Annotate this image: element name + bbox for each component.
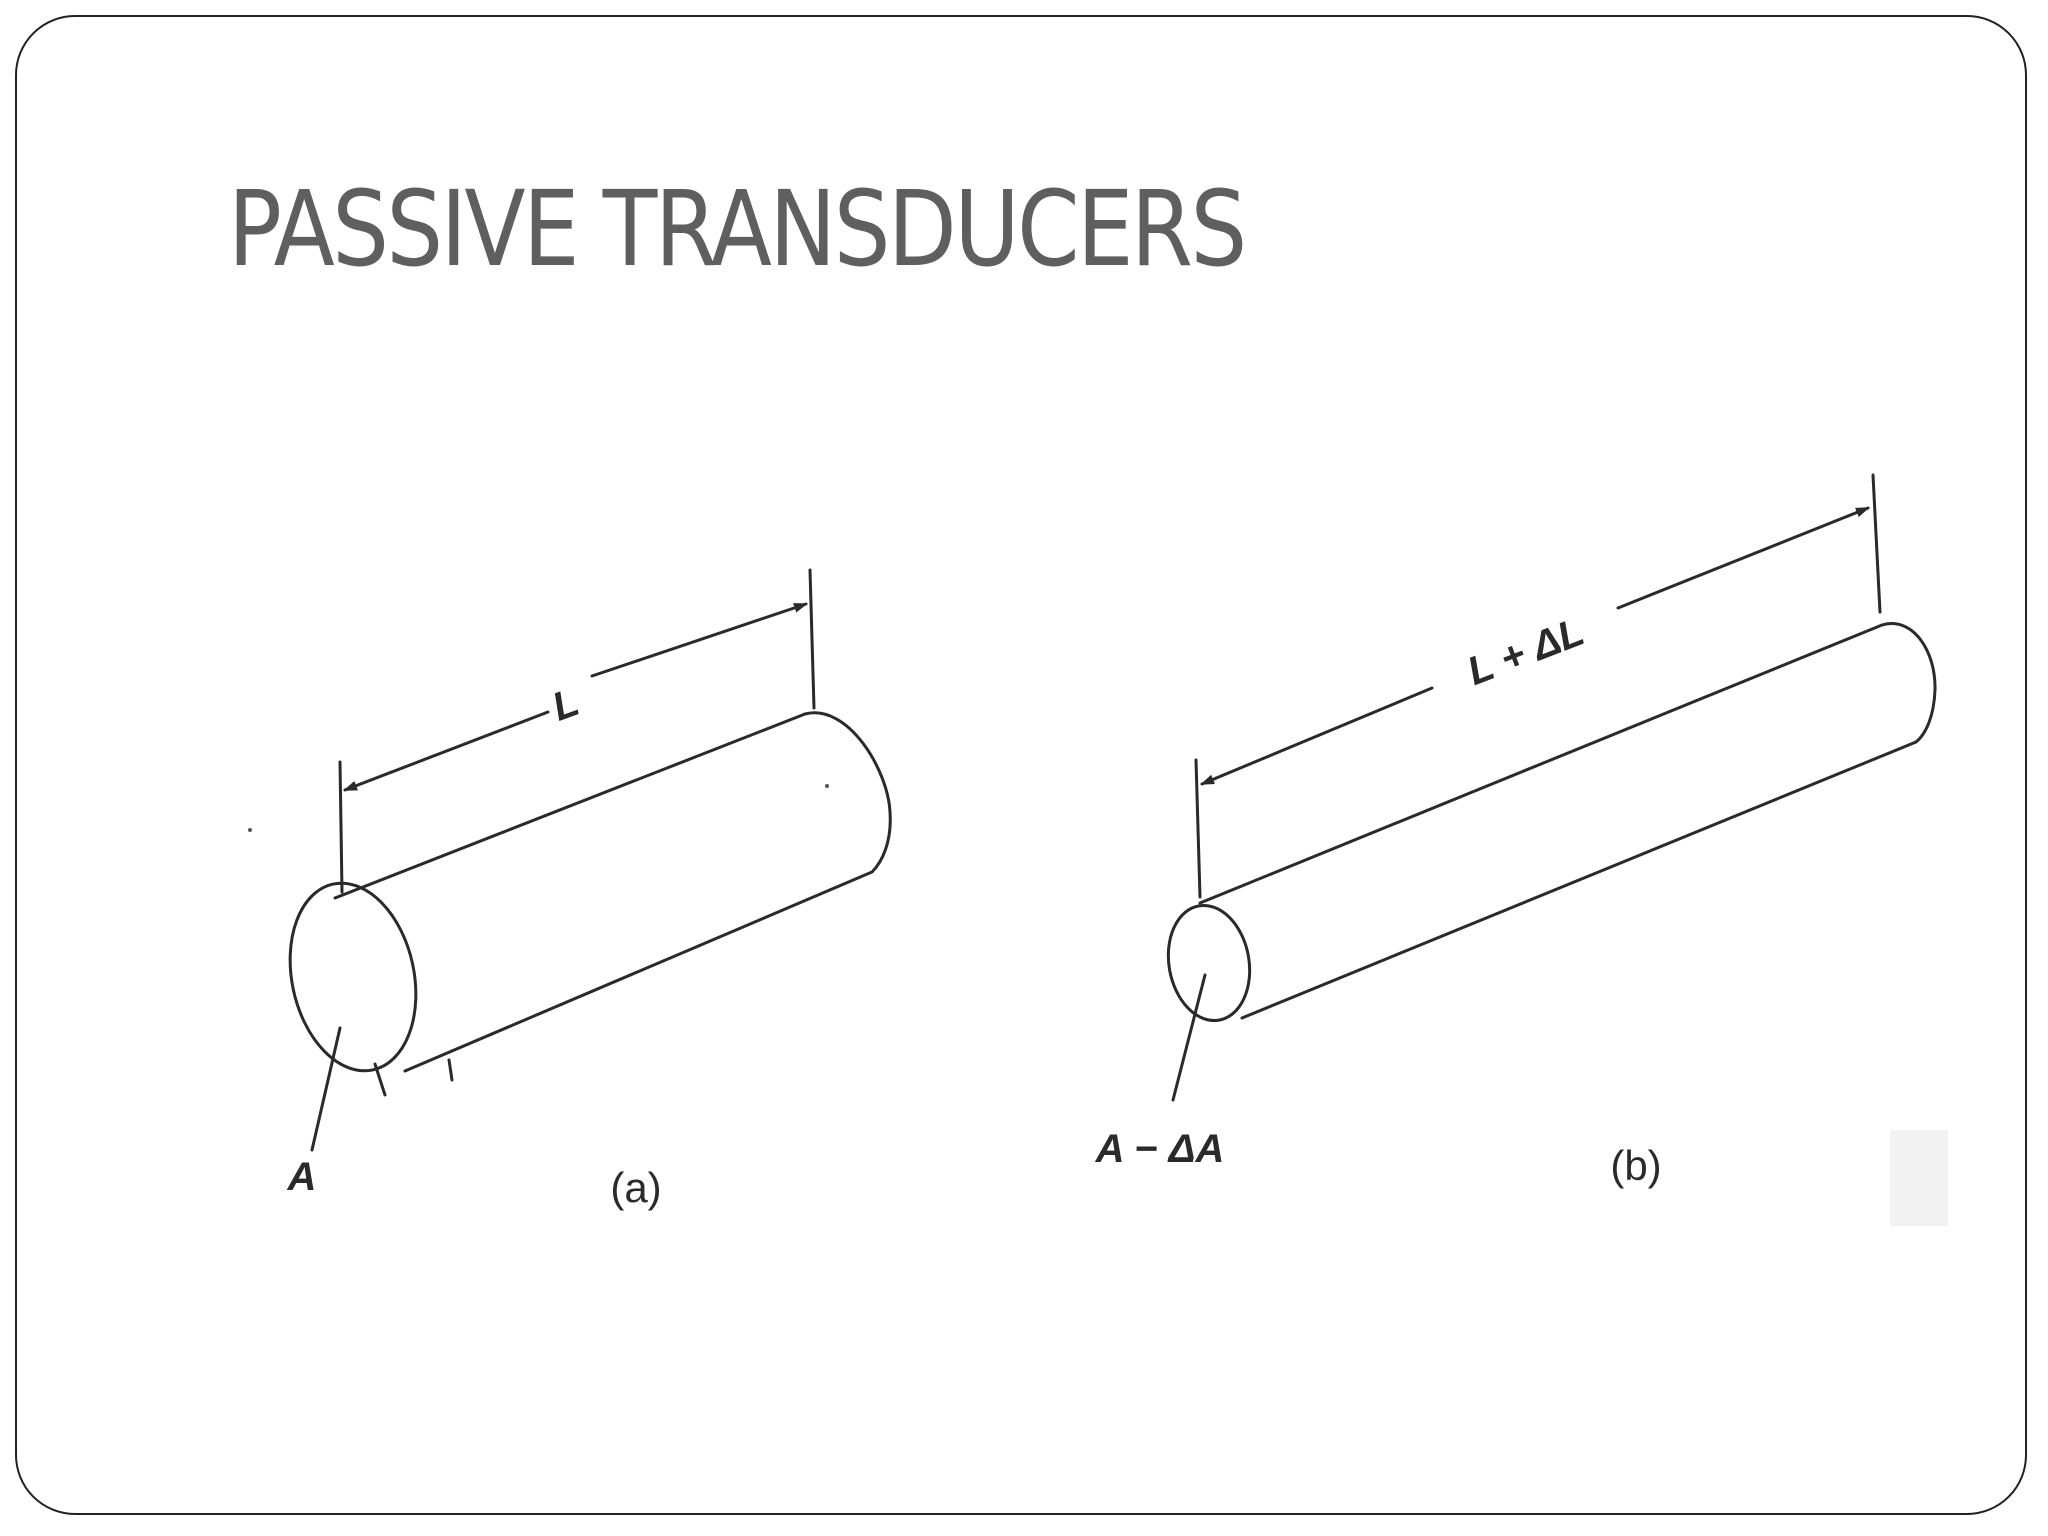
slide-frame <box>15 15 2027 1515</box>
dimension-a-left-extension <box>338 760 344 894</box>
scan-dot <box>248 828 252 832</box>
cylinder-a-bottom-edge <box>403 870 874 1073</box>
cylinder-b-end-face <box>1166 903 1252 1023</box>
cylinder-a-top-edge <box>333 712 807 900</box>
caption-b: (b) <box>1610 1142 1661 1189</box>
dimension-a-right-extension <box>808 568 816 710</box>
scan-dot <box>825 784 829 788</box>
dimension-a-right-arrow <box>590 602 808 678</box>
leader-a-area <box>310 1026 342 1152</box>
scan-background <box>1890 1130 1948 1226</box>
label-b-length: L + ΔL <box>1462 610 1590 694</box>
tick-a-2 <box>447 1058 454 1082</box>
dimension-b-right-arrow <box>1616 506 1870 610</box>
figure-b <box>1166 473 1937 1102</box>
label-b-area: A − ΔA <box>1095 1127 1225 1171</box>
caption-a: (a) <box>610 1164 661 1211</box>
dimension-b-left-extension <box>1194 758 1202 899</box>
cylinder-b-bottom-edge <box>1240 740 1918 1020</box>
cylinder-a-far-end <box>803 711 892 874</box>
leader-b-area <box>1171 973 1207 1102</box>
label-a-length: L <box>547 680 585 730</box>
dimension-b-left-arrow <box>1200 686 1434 786</box>
cylinder-b-far-end <box>1880 622 1937 744</box>
dimension-a-left-arrow <box>343 710 550 792</box>
cylinder-b-top-edge <box>1198 623 1884 905</box>
tick-a-1 <box>373 1062 387 1097</box>
dimension-b-right-extension <box>1871 473 1882 614</box>
figure-a <box>288 568 892 1152</box>
label-a-area: A <box>287 1155 317 1199</box>
slide-title: PASSIVE TRANSDUCERS <box>228 168 1247 290</box>
cylinder-a-end-face <box>288 881 418 1073</box>
